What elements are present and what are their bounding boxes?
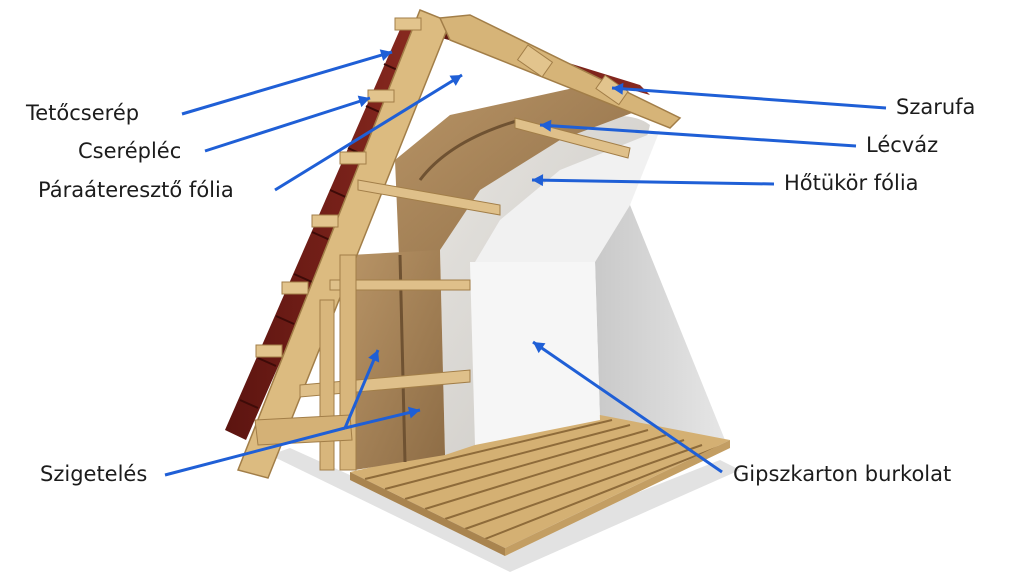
base-beam [254,414,353,446]
leader-vapor-membrane-arrowhead [449,75,462,86]
leader-vapor-membrane [274,73,463,192]
label-vapor-membrane: Páraáteresztő fólia [38,178,234,202]
leader-drywall-arrowhead [533,342,546,354]
label-rafter: Szarufa [896,95,975,119]
floor [350,415,730,556]
leader-tile-batten-arrowhead [357,95,370,108]
leader-reflective-foil-arrowhead [532,174,544,187]
label-reflective-foil: Hőtükör fólia [784,171,919,195]
label-roof-tile: Tetőcserép [25,101,139,125]
leader-insulation-b-arrowhead [368,350,380,363]
insulation-panel-wall [350,250,445,470]
right-wall [595,205,725,440]
leader-insulation-c [344,408,421,430]
label-tile-batten: Cserépléc [78,139,181,163]
label-insulation: Szigetelés [40,462,147,486]
leader-roof-tile [181,50,393,116]
leader-lath-frame-arrowhead [540,119,552,132]
tile-battens [255,17,629,358]
label-lath-frame: Lécváz [866,133,938,157]
insulation-panel-upper [395,80,640,280]
leader-rafter [611,86,887,110]
label-drywall: Gipszkarton burkolat [733,462,951,486]
leader-roof-tile-arrowhead [379,49,392,61]
slanted-ceiling [475,130,660,262]
drywall-panel [470,262,600,445]
leader-drywall [532,340,723,474]
leader-tile-batten [204,96,371,153]
leader-lines [164,49,887,477]
leader-reflective-foil [531,178,775,186]
leader-insulation-a [164,426,346,477]
leader-lath-frame [539,123,857,148]
leader-rafter-arrowhead [612,82,624,95]
leader-insulation-c-arrowhead [407,406,420,419]
leader-insulation-b [343,349,380,429]
